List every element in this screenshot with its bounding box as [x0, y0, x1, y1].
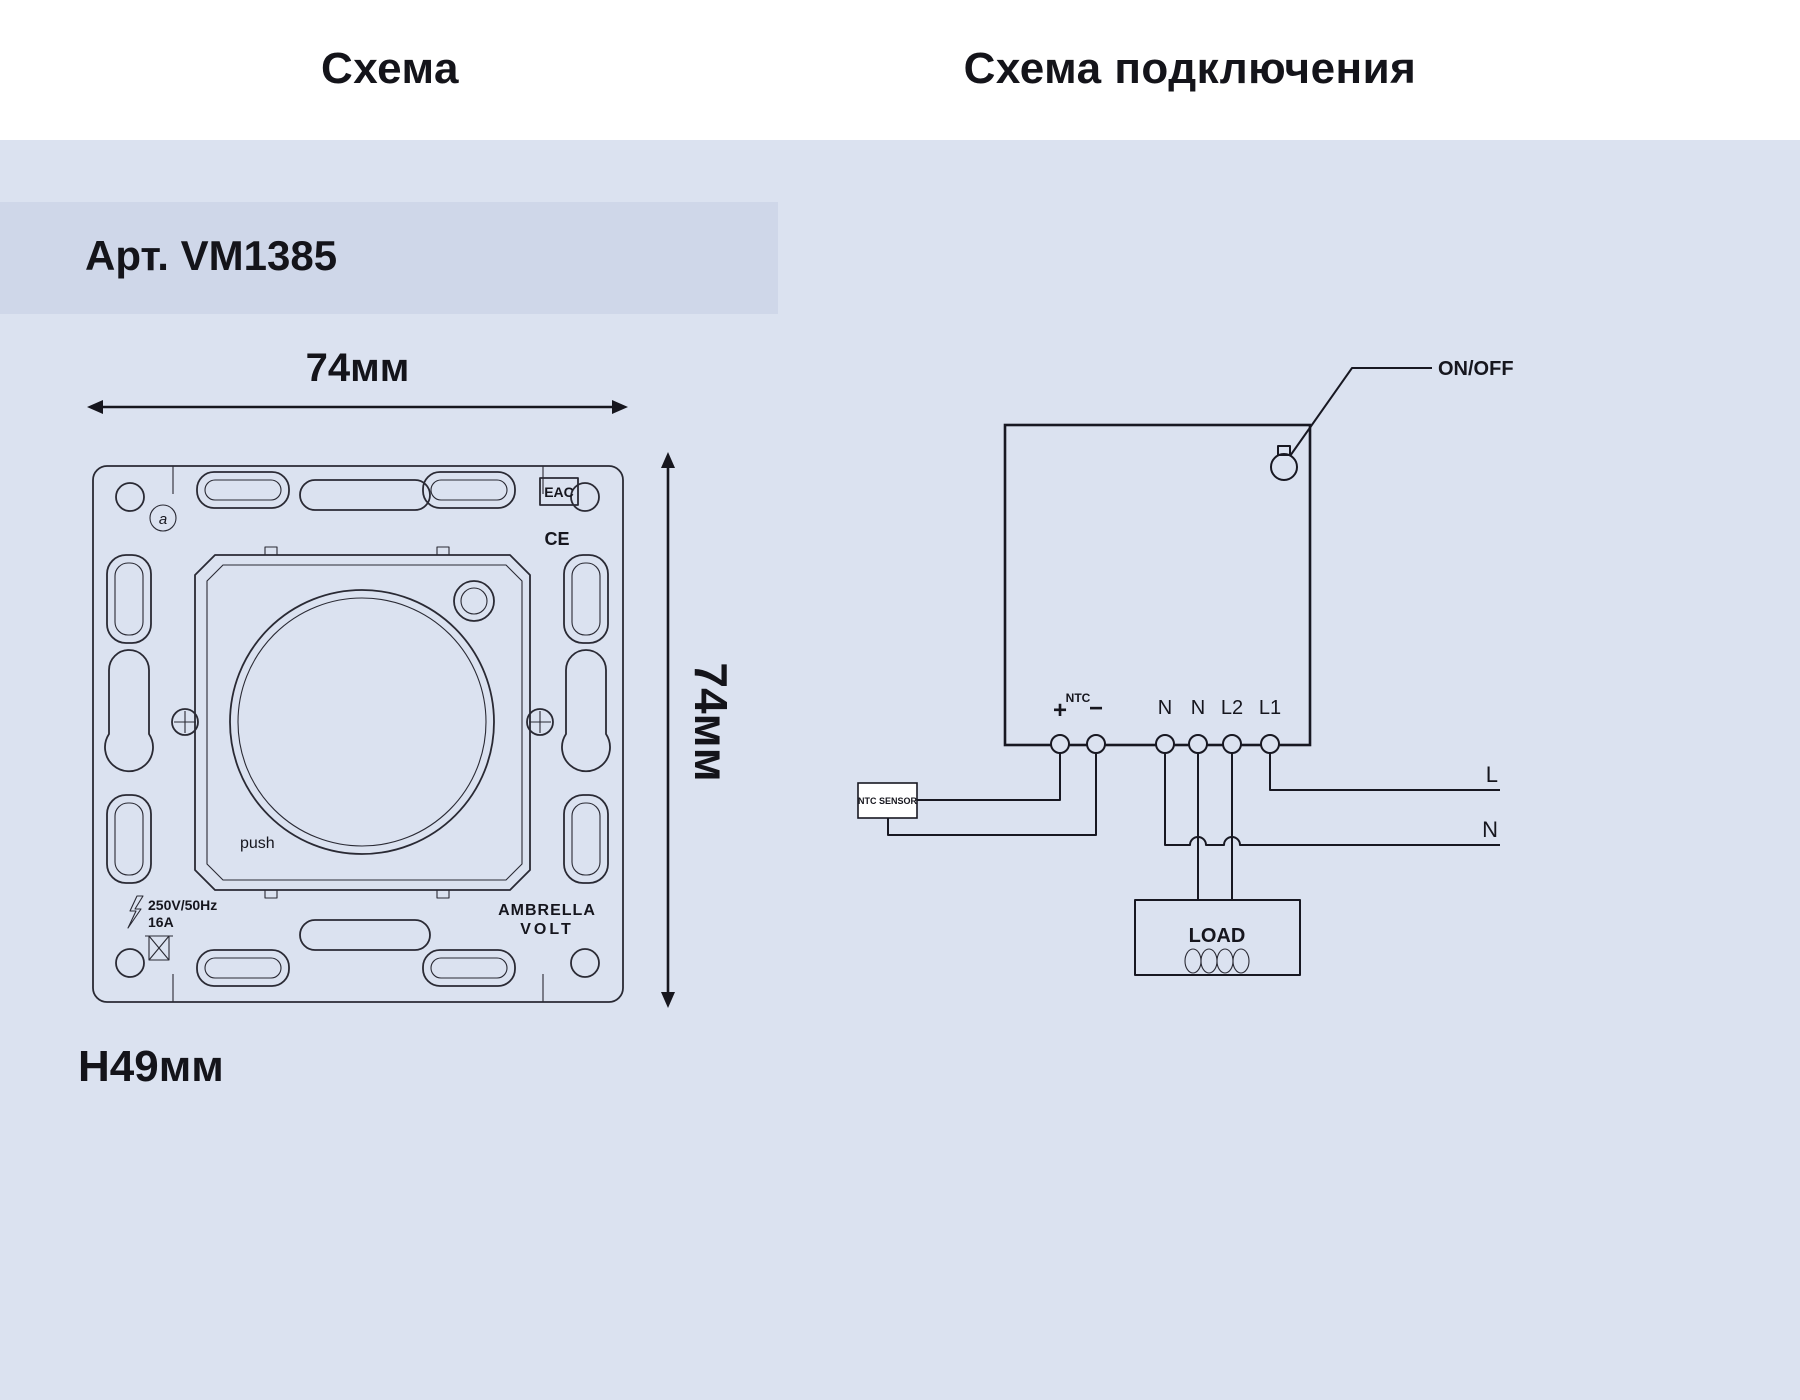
- bottom-slots: [196, 919, 516, 987]
- svg-text:+: +: [1053, 697, 1067, 724]
- svg-text:N: N: [1158, 697, 1172, 719]
- corner-hole: [115, 948, 145, 978]
- load-block: LOAD: [1134, 899, 1301, 976]
- mechanism-drawing: a: [92, 465, 624, 1003]
- line-l-label: L: [1486, 762, 1498, 787]
- crossed-bin-icon: [145, 935, 173, 961]
- wire-line-bus: [1269, 753, 1500, 791]
- ntc-sensor-label: NTC SENSOR: [858, 796, 918, 806]
- svg-text:−: −: [1089, 695, 1103, 722]
- lightning-icon: [127, 895, 144, 929]
- mounting-frame: a: [92, 465, 624, 1003]
- corner-hole: [115, 482, 145, 512]
- eac-mark: EAC: [544, 484, 574, 500]
- depth-dimension-label: H49мм: [78, 1042, 224, 1091]
- dimmer-module: push: [194, 546, 531, 899]
- svg-text:AMBRELLA: AMBRELLA: [498, 902, 596, 919]
- wiring-diagram: ON/OFF + NTC − N N L2 L1: [857, 358, 1514, 976]
- load-label: LOAD: [1189, 925, 1246, 947]
- svg-text:L1: L1: [1259, 697, 1281, 719]
- indicator-hole: [453, 580, 495, 622]
- article-band: [0, 202, 778, 314]
- corner-hole: [570, 948, 600, 978]
- claw-screw-left: [171, 708, 199, 736]
- svg-text:VOLT: VOLT: [520, 921, 573, 938]
- blue-background: [0, 140, 1800, 1400]
- svg-text:16A: 16A: [148, 914, 174, 930]
- wire-neutral-bus: [1164, 753, 1500, 846]
- left-panel-title: Схема: [321, 44, 459, 93]
- ce-mark: CE: [544, 529, 569, 549]
- terminal-holes: [1050, 734, 1280, 754]
- right-edge-slots: [561, 554, 611, 884]
- width-dimension-label: 74мм: [305, 346, 410, 390]
- rotary-knob-circle: [229, 589, 495, 855]
- svg-text:L2: L2: [1221, 697, 1243, 719]
- terminal-labels: + NTC − N N L2 L1: [1053, 691, 1281, 724]
- wire-ntc-minus: [887, 753, 1097, 836]
- right-panel-title: Схема подключения: [963, 44, 1417, 93]
- svg-text:NTC: NTC: [1066, 691, 1091, 705]
- left-edge-slots: [104, 554, 154, 884]
- wires: [887, 753, 1500, 900]
- height-dimension-arrow: [661, 452, 675, 1008]
- claw-screw-right: [526, 708, 554, 736]
- ntc-sensor: NTC SENSOR: [857, 782, 918, 819]
- wire-ntc-plus: [917, 753, 1061, 801]
- onoff-callout-line: [1289, 367, 1432, 457]
- svg-text:N: N: [1191, 697, 1205, 719]
- width-dimension-arrow: [87, 400, 628, 414]
- coil-icon: [1184, 948, 1250, 974]
- ratings-marking: 250V/50Hz 16A: [127, 895, 217, 930]
- brand-logo-mark: a: [149, 504, 177, 532]
- svg-text:250V/50Hz: 250V/50Hz: [148, 897, 217, 913]
- onoff-knob: [1270, 445, 1298, 481]
- certification-marks: EAC CE: [539, 477, 579, 549]
- corner-hole: [570, 482, 600, 512]
- onoff-label: ON/OFF: [1438, 358, 1514, 380]
- svg-text:a: a: [159, 511, 167, 528]
- top-slots: [196, 471, 516, 511]
- line-n-label: N: [1482, 817, 1498, 842]
- brand-marking: AMBRELLA VOLT: [498, 902, 596, 938]
- height-dimension-label: 74мм: [685, 662, 737, 782]
- article-number: Арт. VM1385: [85, 232, 338, 279]
- push-label: push: [240, 835, 275, 852]
